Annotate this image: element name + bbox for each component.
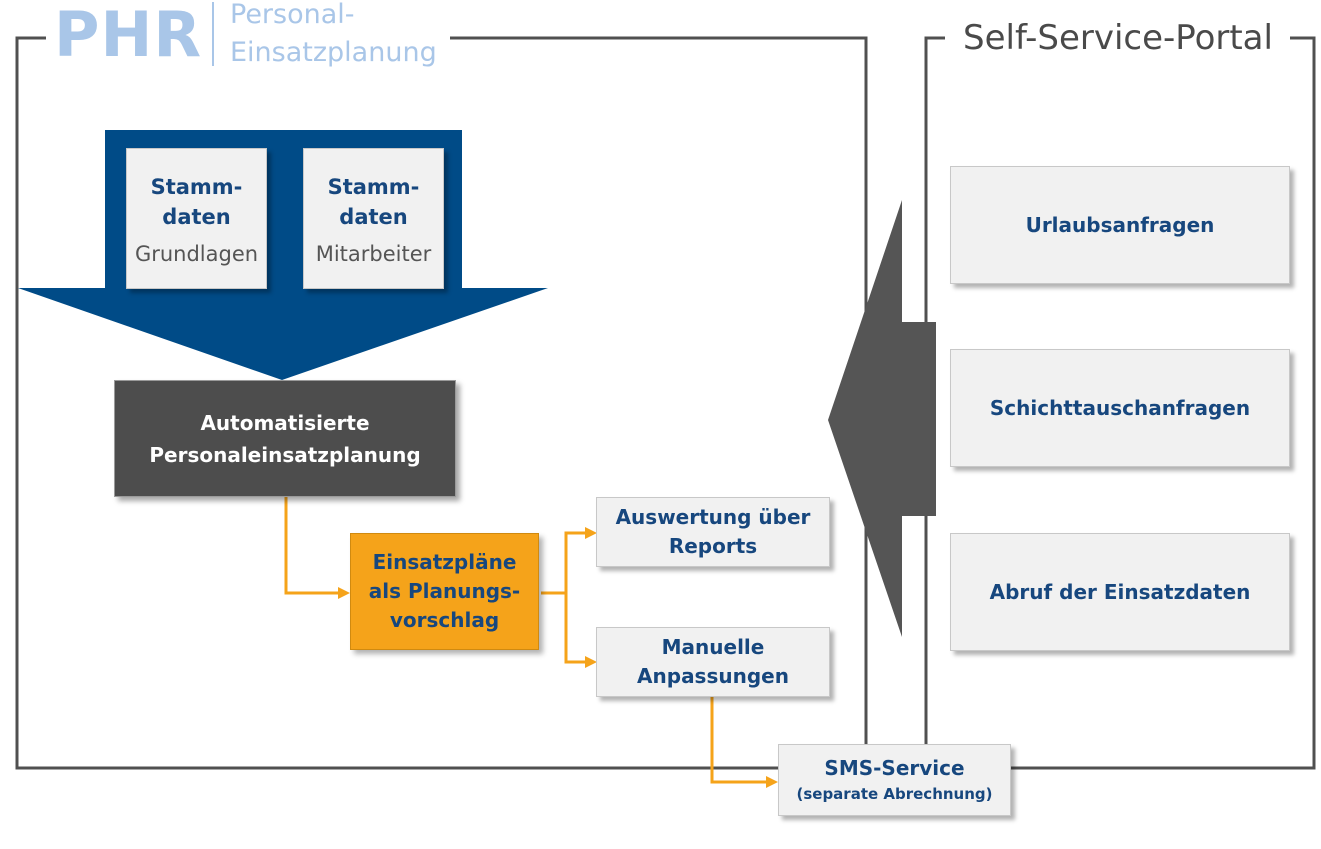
input-arrow — [18, 130, 548, 380]
plans-box: Einsatzpläne als Planungs- vorschlag — [350, 533, 539, 650]
sms-line1: SMS-Service — [824, 756, 965, 780]
stammdaten-grundlagen-title2: daten — [162, 204, 231, 229]
auto-planning-line2: Personaleinsatzplanung — [149, 442, 421, 467]
logo-text-line2: Einsatzplanung — [230, 37, 437, 68]
auto-planning-line1: Automatisierte — [200, 410, 370, 435]
orange-connectors — [284, 497, 768, 784]
sms-box: SMS-Service (separate Abrechnung) — [778, 744, 1011, 816]
portal-item-einsatzdaten: Abruf der Einsatzdaten — [950, 533, 1290, 651]
portal-item-label: Urlaubsanfragen — [1025, 213, 1215, 237]
logo-area: PHR Personal- Einsatzplanung — [46, 0, 450, 71]
portal-item-label: Schichttauschanfragen — [989, 396, 1251, 420]
manual-line1: Manuelle — [661, 635, 765, 659]
stammdaten-mitarbeiter-title1: Stamm- — [327, 174, 420, 199]
stammdaten-mitarbeiter-title2: daten — [339, 204, 408, 229]
plans-line3: vorschlag — [389, 608, 500, 632]
stammdaten-mitarbeiter-subtitle: Mitarbeiter — [315, 241, 432, 266]
manual-line2: Anpassungen — [637, 664, 789, 688]
logo-text-line1: Personal- — [230, 0, 355, 30]
stammdaten-mitarbeiter-box: Stamm- daten Mitarbeiter — [303, 148, 444, 289]
plans-line1: Einsatzpläne — [372, 550, 517, 574]
reports-line1: Auswertung über — [615, 505, 811, 529]
portal-title-area: Self-Service-Portal — [948, 14, 1288, 62]
portal-arrow — [828, 200, 936, 637]
stammdaten-grundlagen-title1: Stamm- — [150, 174, 243, 199]
portal-item-label: Abruf der Einsatzdaten — [989, 580, 1251, 604]
manual-box: Manuelle Anpassungen — [596, 627, 830, 697]
stammdaten-grundlagen-subtitle: Grundlagen — [134, 241, 259, 266]
orange-arrowheads — [338, 527, 778, 788]
portal-item-urlaub: Urlaubsanfragen — [950, 166, 1290, 284]
reports-line2: Reports — [668, 534, 758, 558]
sms-line2: (separate Abrechnung) — [796, 785, 993, 803]
portal-item-schichttausch: Schichttauschanfragen — [950, 349, 1290, 467]
reports-box: Auswertung über Reports — [596, 497, 830, 567]
portal-title: Self-Service-Portal — [963, 18, 1273, 58]
logo-mark: PHR — [54, 0, 203, 71]
portal-frame — [924, 36, 1316, 770]
stammdaten-grundlagen-box: Stamm- daten Grundlagen — [126, 148, 267, 289]
auto-planning-box: Automatisierte Personaleinsatzplanung — [114, 380, 456, 497]
plans-line2: als Planungs- — [368, 579, 521, 603]
logo-divider — [212, 2, 214, 66]
phr-frame — [15, 36, 868, 770]
